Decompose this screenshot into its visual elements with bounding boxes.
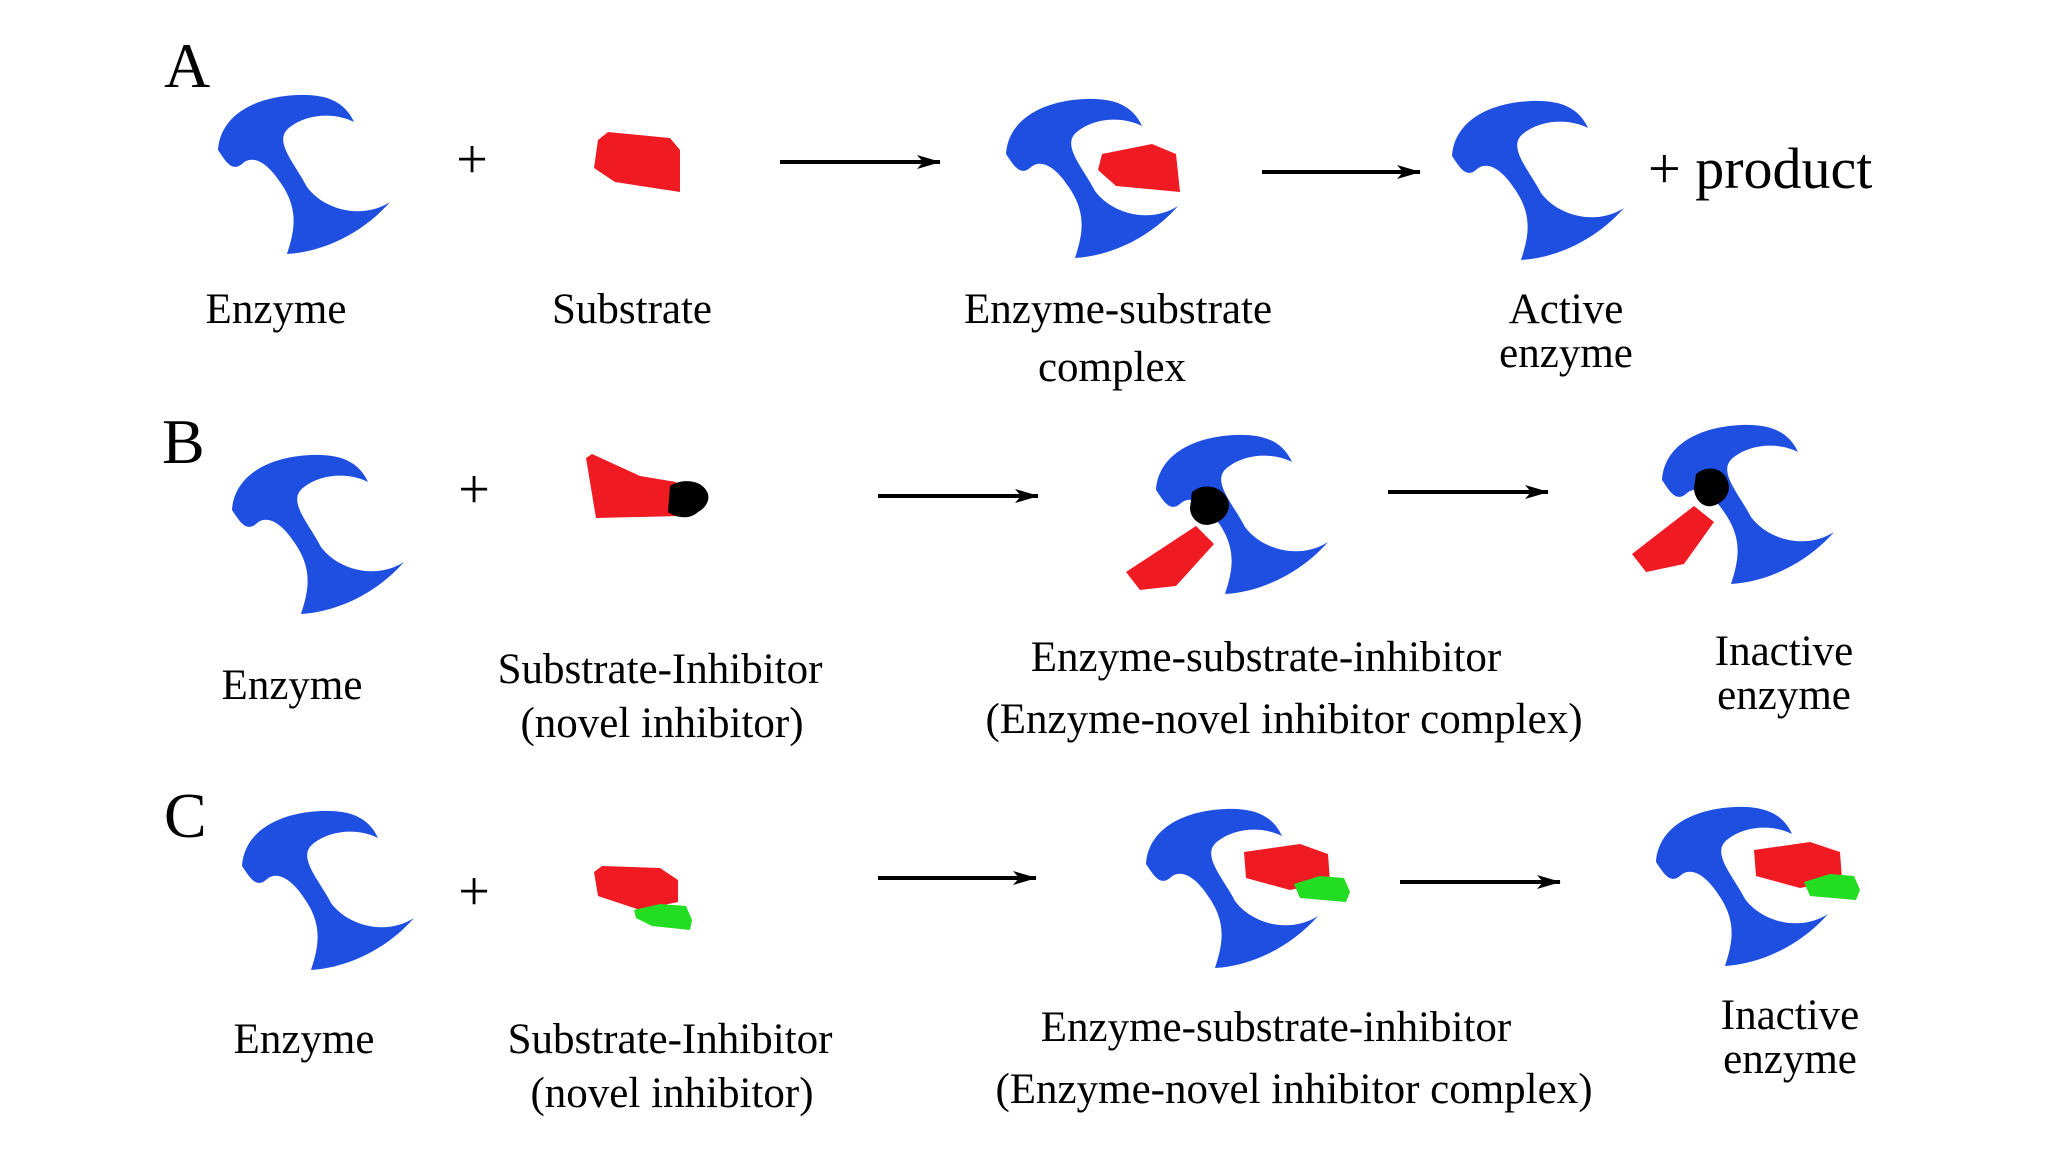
panel-b-esi-complex bbox=[1120, 434, 1328, 596]
panel-b-reagent-label-line-2: (novel inhibitor) bbox=[520, 700, 804, 747]
panel-b-graphics bbox=[232, 424, 1834, 614]
panel-b-complex-label-line-2: (Enzyme-novel inhibitor complex) bbox=[985, 696, 1583, 743]
panel-b-enzyme bbox=[232, 454, 404, 614]
panel-c-esi-complex bbox=[1146, 808, 1350, 968]
panel-a-active-enzyme bbox=[1452, 100, 1624, 260]
panel-a-complex-label-line-2: complex bbox=[1037, 344, 1187, 391]
panel-c-enzyme-label: Enzyme bbox=[233, 1016, 375, 1063]
panel-a-enzyme-label: Enzyme bbox=[205, 286, 347, 333]
panel-a-substrate-label: Substrate bbox=[551, 286, 713, 333]
panel-c-complex-label-line-1: Enzyme-substrate-inhibitor bbox=[1040, 1004, 1512, 1051]
panel-a-result-label-line-1: Active bbox=[1508, 286, 1624, 333]
panel-c-reagent-label-line-1: Substrate-Inhibitor bbox=[507, 1016, 833, 1063]
panel-c-result-label-line-1: Inactive bbox=[1720, 992, 1860, 1039]
panel-b-inactive-enzyme bbox=[1626, 424, 1834, 584]
panel-c-plus: + bbox=[458, 861, 490, 923]
panel-a-plus: + bbox=[456, 129, 488, 191]
panel-c-result-label-line-2: enzyme bbox=[1723, 1036, 1857, 1083]
panel-b-complex-label-line-1: Enzyme-substrate-inhibitor bbox=[1030, 634, 1502, 681]
panel-b-plus: + bbox=[458, 459, 490, 521]
panel-b-result-label-line-1: Inactive bbox=[1714, 628, 1854, 675]
panel-b-substrate-inhibitor bbox=[586, 454, 709, 518]
panel-c-inactive-enzyme bbox=[1656, 806, 1860, 966]
panel-c-reagent-label-line-2: (novel inhibitor) bbox=[530, 1070, 814, 1117]
panel-a-letter: A bbox=[164, 30, 211, 101]
panel-a-enzyme bbox=[218, 94, 390, 254]
panel-c-substrate-inhibitor bbox=[594, 866, 692, 930]
panel-b-reagent-label-line-1: Substrate-Inhibitor bbox=[497, 646, 823, 693]
panel-a-graphics bbox=[218, 94, 1624, 260]
panel-b-result-label-line-2: enzyme bbox=[1717, 672, 1851, 719]
panel-a-substrate bbox=[594, 132, 680, 192]
panel-c-enzyme bbox=[242, 810, 414, 970]
panel-a-es-complex bbox=[1006, 98, 1186, 258]
panel-b-letter: B bbox=[162, 406, 205, 477]
panel-a-complex-label-line-1: Enzyme-substrate bbox=[963, 286, 1273, 333]
panel-c-letter: C bbox=[164, 780, 207, 851]
panel-a-product-label: + product bbox=[1648, 136, 1873, 201]
panel-b-enzyme-label: Enzyme bbox=[221, 662, 363, 709]
panel-a-result-label-line-2: enzyme bbox=[1499, 330, 1633, 377]
panel-c-graphics bbox=[242, 806, 1860, 970]
panel-c-complex-label-line-2: (Enzyme-novel inhibitor complex) bbox=[995, 1066, 1593, 1113]
